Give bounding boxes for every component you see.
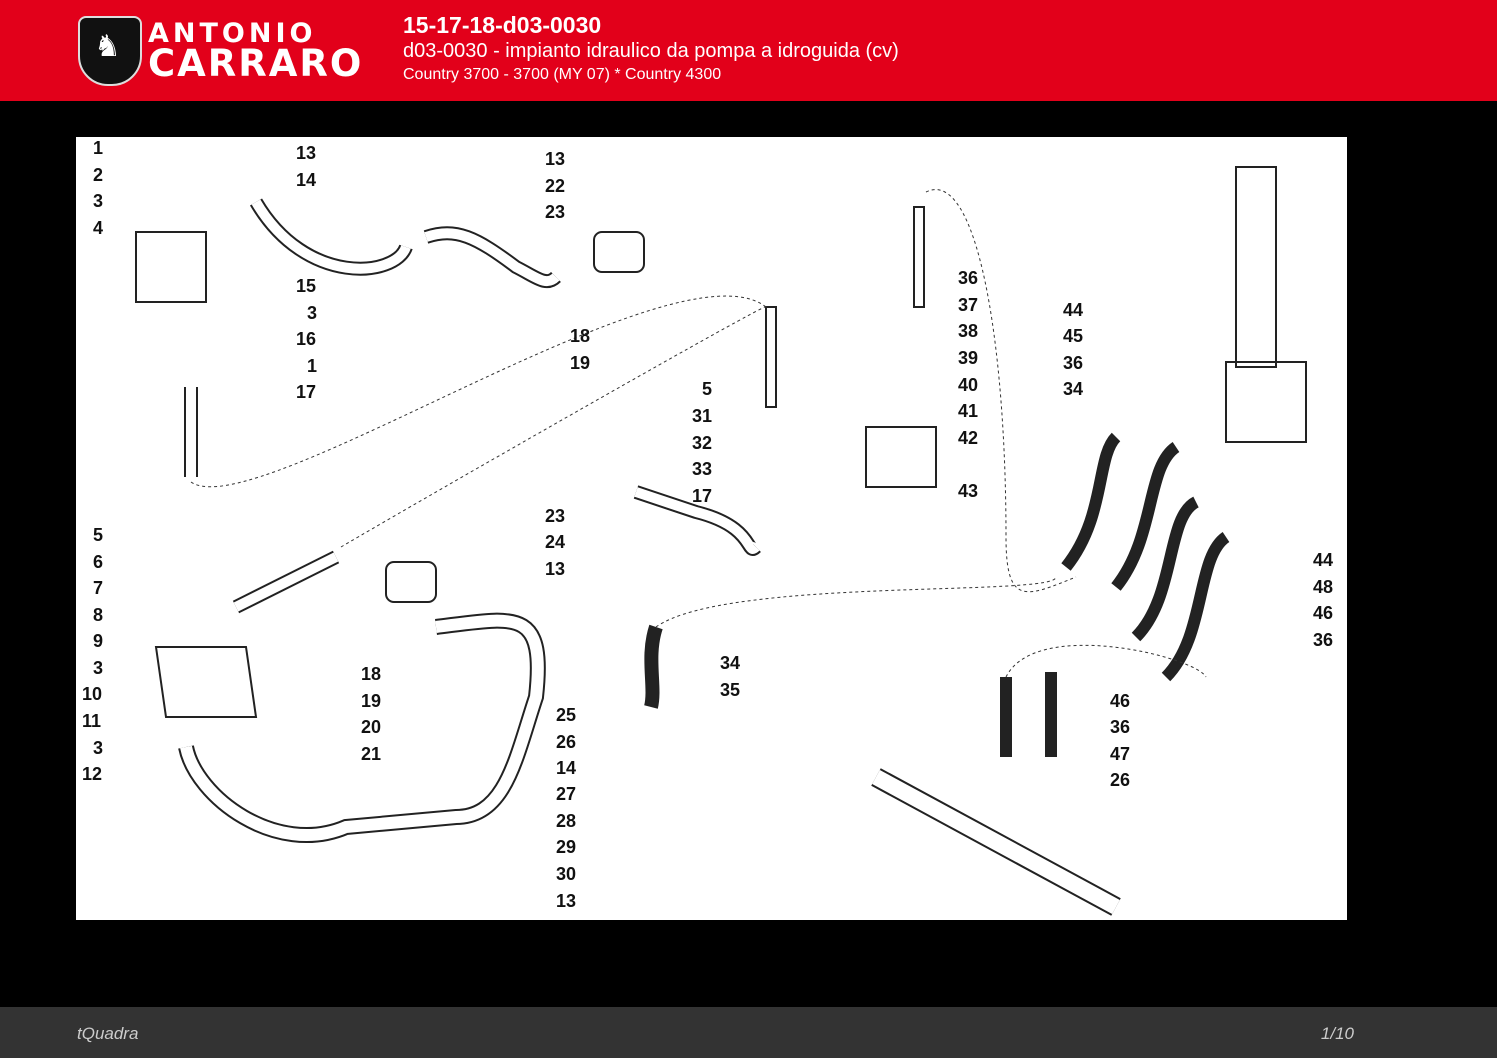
part-callout[interactable]: 20 [361,717,382,737]
part-callout[interactable]: 33 [692,459,713,479]
part-callout[interactable]: 5 [702,379,713,399]
part-callout[interactable]: 18 [570,326,591,346]
part-callout[interactable]: 5 [93,525,104,545]
part-callout[interactable]: 39 [958,348,979,368]
part-callout[interactable]: 7 [93,578,104,598]
shield-icon: ♞ [78,16,142,86]
part-callout[interactable]: 15 [296,276,317,296]
part-callout[interactable]: 13 [296,143,317,163]
header-bar: ♞ ANTONIO CARRARO 15-17-18-d03-0030 d03-… [0,0,1497,101]
part-callout[interactable]: 31 [692,406,713,426]
part-callout[interactable]: 30 [556,864,577,884]
footer-bar: tQuadra 1/10 [0,1007,1497,1058]
part-callout[interactable]: 1 [93,138,104,158]
part-callout[interactable]: 3 [307,303,318,323]
page-indicator: 1/10 [1320,1024,1354,1043]
antonio-carraro-logo: ♞ ANTONIO CARRARO [76,14,381,86]
part-callout[interactable]: 8 [93,605,104,625]
logo-line-2: CARRARO [148,42,364,85]
part-callout[interactable]: 43 [958,481,979,501]
part-callout[interactable]: 34 [1063,379,1084,399]
part-callout[interactable]: 17 [692,486,713,506]
part-callout[interactable]: 44 [1063,300,1084,320]
part-callout[interactable]: 14 [296,170,317,190]
part-callout[interactable]: 21 [361,744,382,764]
part-callout[interactable]: 45 [1063,326,1084,346]
part-callout[interactable]: 25 [556,705,577,725]
model-list: Country 3700 - 3700 (MY 07) * Country 43… [403,66,722,83]
part-callout[interactable]: 36 [1110,717,1131,737]
part-callout[interactable]: 36 [958,268,979,288]
part-callout[interactable]: 18 [361,664,382,684]
part-callout[interactable]: 27 [556,784,577,804]
part-callout[interactable]: 24 [545,532,566,552]
part-callout[interactable]: 13 [556,891,577,911]
part-callout[interactable]: 16 [296,329,317,349]
part-callout[interactable]: 17 [296,382,317,402]
part-callout[interactable]: 26 [556,732,577,752]
part-callout[interactable]: 36 [1313,630,1334,650]
part-callout[interactable]: 28 [556,811,577,831]
part-callout[interactable]: 23 [545,506,566,526]
page-title: d03-0030 - impianto idraulico da pompa a… [403,40,899,62]
part-callout[interactable]: 13 [545,149,566,169]
part-callout[interactable]: 14 [556,758,577,778]
part-callout[interactable]: 13 [545,559,566,579]
part-callout[interactable]: 38 [958,321,979,341]
part-callout[interactable]: 11 [82,711,102,731]
part-callout[interactable]: 22 [545,176,566,196]
part-callout[interactable]: 41 [958,401,979,421]
part-callout[interactable]: 6 [93,552,104,572]
part-callout[interactable]: 40 [958,375,979,395]
part-callout[interactable]: 46 [1313,603,1334,623]
part-callout[interactable]: 19 [570,353,591,373]
part-callout[interactable]: 3 [93,191,104,211]
part-callout[interactable]: 26 [1110,770,1131,790]
part-callout[interactable]: 2 [93,165,104,185]
part-callout[interactable]: 36 [1063,353,1084,373]
part-callout[interactable]: 42 [958,428,979,448]
exploded-parts-diagram [76,137,1347,920]
part-callout[interactable]: 32 [692,433,713,453]
parts-drawing [135,166,1307,916]
part-callout[interactable]: 29 [556,837,577,857]
part-callout[interactable]: 46 [1110,691,1131,711]
part-callout[interactable]: 37 [958,295,979,315]
part-callout[interactable]: 48 [1313,577,1334,597]
part-callout[interactable]: 35 [720,680,741,700]
logo-line-1: ANTONIO [148,18,317,49]
part-callout[interactable]: 12 [82,764,103,784]
part-callout[interactable]: 10 [82,684,103,704]
page-code: 15-17-18-d03-0030 [403,12,602,38]
part-callout[interactable]: 3 [93,738,104,758]
part-callout[interactable]: 19 [361,691,382,711]
part-callout[interactable]: 1 [307,356,318,376]
part-callout[interactable]: 3 [93,658,104,678]
part-callout[interactable]: 9 [93,631,104,651]
part-callout[interactable]: 4 [93,218,104,238]
part-callout[interactable]: 44 [1313,550,1334,570]
footer-brand: tQuadra [77,1024,139,1043]
part-callout[interactable]: 47 [1110,744,1131,764]
part-callout[interactable]: 23 [545,202,566,222]
part-callout[interactable]: 34 [720,653,741,673]
